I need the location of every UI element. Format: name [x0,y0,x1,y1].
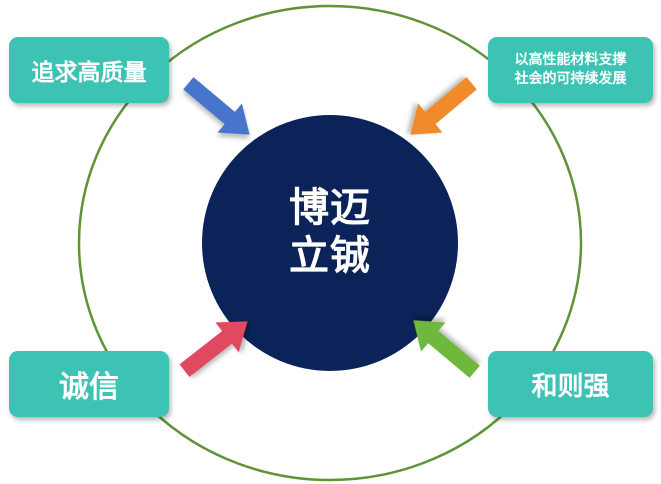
value-box-harmony: 和则强 [488,351,653,417]
arrow-top-left [183,77,250,135]
outer-ring [77,4,583,482]
center-title-line2: 立铖 [289,233,371,279]
arrow-bottom-left [179,321,248,377]
value-box-label: 诚信 [59,370,119,405]
value-box-quality: 追求高质量 [9,37,169,103]
arrow-top-right [410,77,477,135]
value-box-label: 和则强 [531,371,610,402]
arrow-bottom-right [413,320,480,378]
center-circle [202,115,458,371]
value-box-integrity: 诚信 [9,351,169,417]
value-box-label-line2: 社会的可持续发展 [514,71,627,87]
value-box-label: 追求高质量 [31,60,147,86]
value-box-sustainability: 以高性能材料支撑 社会的可持续发展 [488,37,653,103]
center-title-line1: 博迈 [289,185,371,231]
value-box-label-line1: 以高性能材料支撑 [514,52,627,68]
